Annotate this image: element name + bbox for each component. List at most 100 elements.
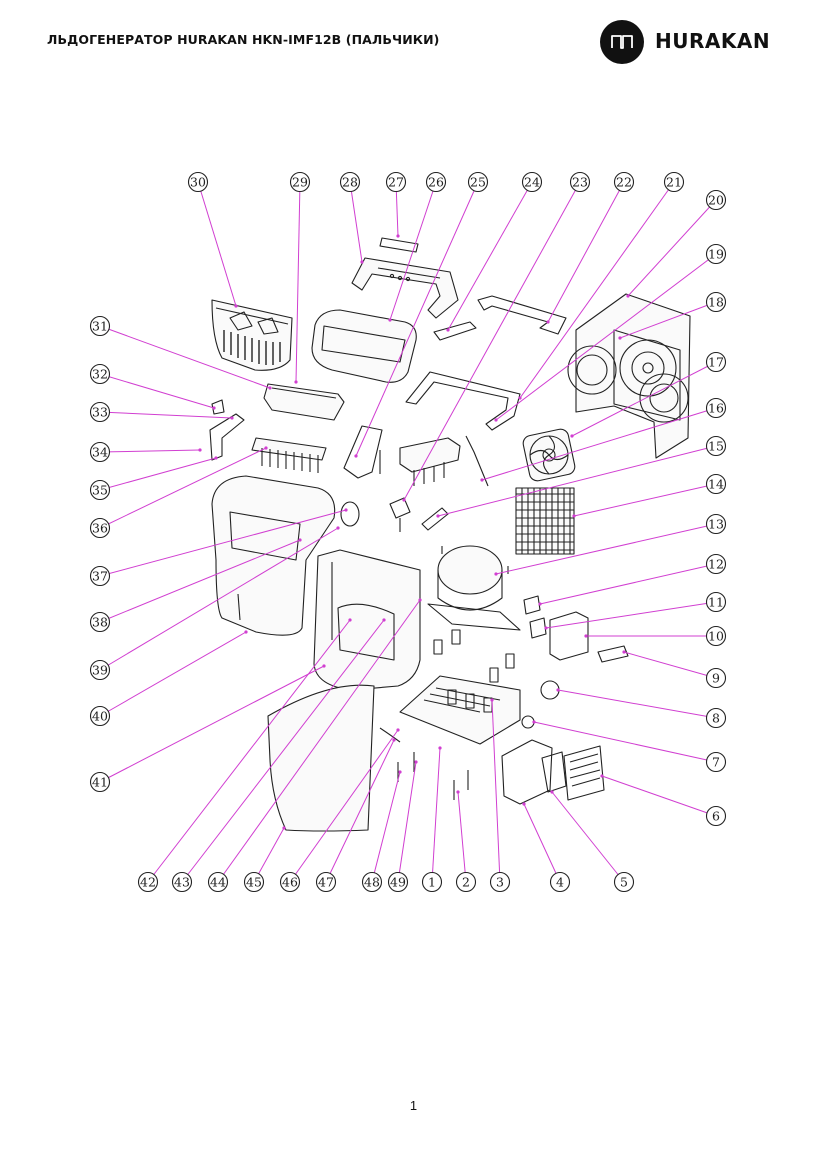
page-number: 1: [409, 1098, 418, 1113]
leader-line-3: [491, 699, 501, 883]
leader-tip-11: [544, 626, 548, 630]
leader-tip-1: [438, 746, 442, 750]
callout-circle-17: [705, 351, 727, 373]
callout-label-45: 45: [246, 875, 262, 890]
callout-label-19: 19: [708, 247, 724, 262]
leader-line-49: [397, 761, 417, 883]
callout-label-5: 5: [620, 875, 628, 890]
leader-line-24: [447, 181, 533, 331]
callout-label-13: 13: [708, 517, 724, 532]
callout-circle-49: [387, 871, 409, 893]
sensor-disc: [340, 501, 360, 527]
callout-circle-40: [89, 705, 111, 727]
leader-line-1: [431, 747, 441, 883]
leader-tip-35: [214, 456, 218, 460]
filter-drier: [421, 507, 449, 531]
callout-label-42: 42: [140, 875, 156, 890]
leader-line-42: [147, 619, 351, 883]
leader-line-4: [523, 803, 561, 883]
callout-circle-25: [467, 171, 489, 193]
condenser: [515, 487, 575, 555]
lid: [311, 309, 417, 383]
brand: HURAKAN: [600, 20, 780, 64]
callout-label-18: 18: [708, 295, 724, 310]
pump: [389, 497, 411, 532]
callout-circle-13: [705, 513, 727, 535]
leader-line-21: [519, 181, 675, 399]
leader-tip-23: [402, 498, 406, 502]
water-distributor: [379, 435, 489, 487]
relay-12: [523, 595, 541, 615]
callout-label-10: 10: [708, 629, 724, 644]
leader-line-40: [99, 631, 247, 717]
leader-tip-27: [396, 234, 400, 238]
callout-circle-38: [89, 611, 111, 633]
callout-label-1: 1: [428, 875, 436, 890]
inner-chassis: [313, 549, 421, 691]
callout-label-7: 7: [712, 755, 720, 770]
callout-label-12: 12: [708, 557, 724, 572]
label-strip: [379, 237, 419, 253]
callout-circle-35: [89, 479, 111, 501]
leader-tip-22: [546, 320, 550, 324]
leader-tip-31: [268, 386, 272, 390]
leader-tip-13: [494, 572, 498, 576]
callout-circle-28: [339, 171, 361, 193]
callout-circle-9: [705, 667, 727, 689]
leader-tip-45: [282, 826, 286, 830]
leader-line-25: [355, 181, 479, 457]
leader-line-20: [627, 199, 717, 297]
callout-circle-37: [89, 565, 111, 587]
leader-tip-36: [264, 446, 268, 450]
rear-panel: [567, 293, 691, 459]
leader-line-26: [389, 181, 437, 321]
callout-label-30: 30: [190, 175, 206, 190]
leader-tip-32: [212, 406, 216, 410]
hurakan-logo-icon: [600, 20, 644, 64]
leader-line-37: [99, 509, 347, 577]
callout-circle-2: [455, 871, 477, 893]
water-tank: [211, 475, 336, 636]
callout-label-49: 49: [390, 875, 406, 890]
leader-line-32: [99, 373, 215, 409]
callout-label-11: 11: [708, 595, 724, 610]
top-frame: [351, 257, 459, 319]
leader-tip-25: [354, 454, 358, 458]
leader-tip-46: [396, 728, 400, 732]
leader-line-18: [619, 301, 717, 339]
leader-tip-33: [230, 416, 234, 420]
callout-label-17: 17: [708, 355, 724, 370]
leader-line-36: [99, 447, 267, 529]
wire: [379, 727, 401, 743]
leader-tip-42: [348, 618, 352, 622]
callout-label-37: 37: [92, 569, 108, 584]
leader-line-17: [571, 361, 717, 437]
callout-circle-6: [705, 805, 727, 827]
leader-tip-20: [626, 294, 630, 298]
callout-label-32: 32: [92, 367, 108, 382]
leader-tip-34: [198, 448, 202, 452]
leader-tip-14: [572, 514, 576, 518]
callout-circle-45: [243, 871, 265, 893]
screw: [397, 546, 509, 800]
leader-tip-37: [344, 508, 348, 512]
callout-circle-33: [89, 401, 111, 423]
callout-label-3: 3: [496, 875, 504, 890]
callout-label-35: 35: [92, 483, 108, 498]
parts-drawing: [209, 237, 691, 832]
callout-label-22: 22: [616, 175, 632, 190]
clip: [211, 399, 225, 415]
callout-circle-22: [613, 171, 635, 193]
callout-label-15: 15: [708, 439, 724, 454]
leader-line-45: [253, 827, 285, 883]
callout-label-21: 21: [666, 175, 682, 190]
callout-label-38: 38: [92, 615, 108, 630]
leader-tip-17: [570, 434, 574, 438]
callout-label-27: 27: [388, 175, 404, 190]
callout-circle-23: [569, 171, 591, 193]
callout-circle-19: [705, 243, 727, 265]
front-panel: [267, 684, 375, 832]
callout-label-8: 8: [712, 711, 720, 726]
callout-label-6: 6: [712, 809, 720, 824]
